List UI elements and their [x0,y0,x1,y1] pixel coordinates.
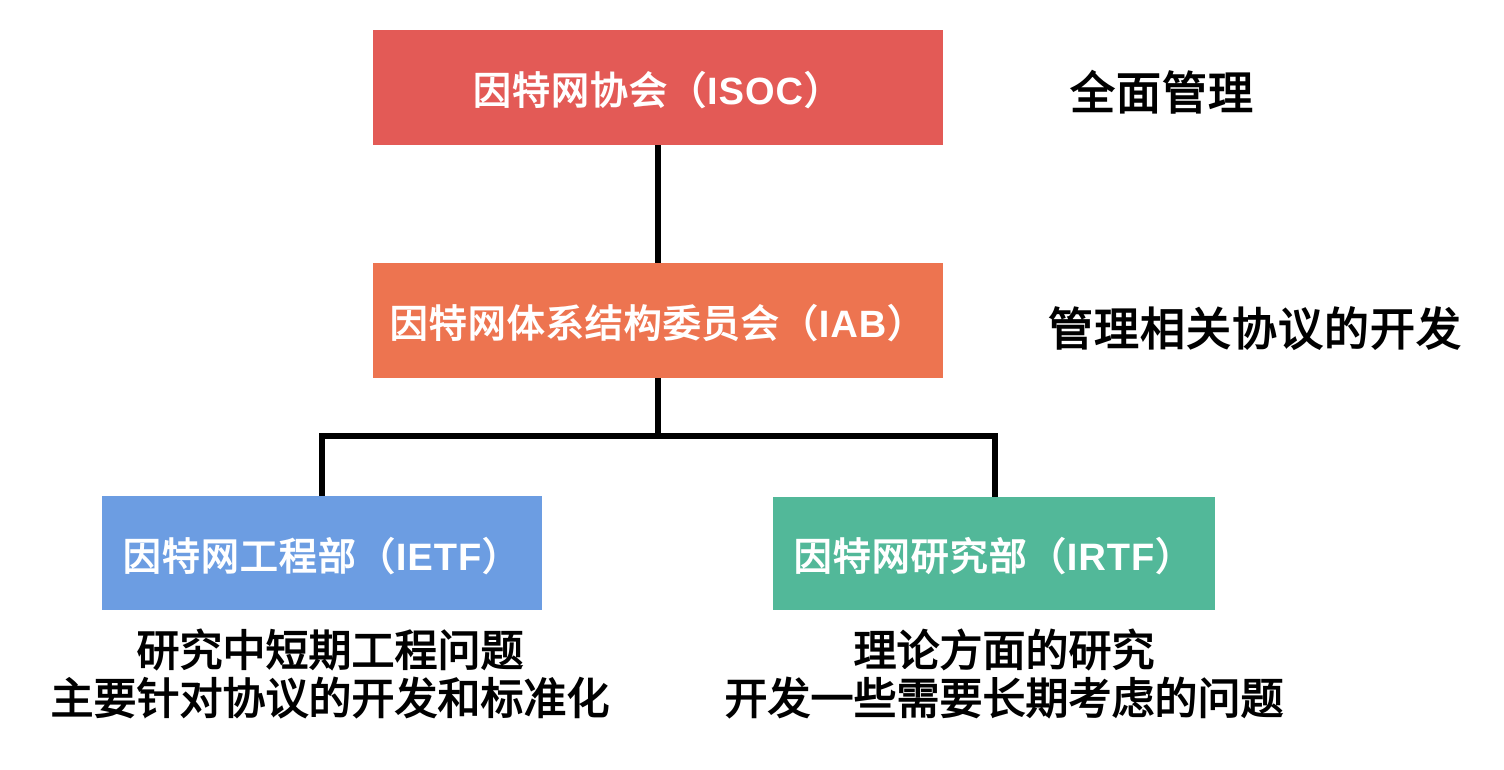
connector-drop-to-ietf [319,433,325,496]
connector-branch-horizontal [319,433,998,439]
connector-isoc-to-iab [655,145,661,265]
node-ietf: 因特网工程部（IETF） [102,496,542,610]
description-ietf-line-2: 主要针对协议的开发和标准化 [50,676,610,724]
description-ietf: 研究中短期工程问题 主要针对协议的开发和标准化 [10,628,650,724]
description-ietf-line-1: 研究中短期工程问题 [136,628,524,676]
node-iab: 因特网体系结构委员会（IAB） [373,263,943,378]
description-irtf-line-1: 理论方面的研究 [853,628,1155,676]
node-isoc: 因特网协会（ISOC） [373,30,943,145]
annotation-iab: 管理相关协议的开发 [1048,304,1463,355]
connector-drop-to-irtf [992,433,998,497]
connector-iab-stem [655,378,661,436]
node-irtf: 因特网研究部（IRTF） [773,497,1215,610]
annotation-isoc: 全面管理 [1070,68,1255,119]
description-irtf: 理论方面的研究 开发一些需要长期考虑的问题 [704,628,1304,724]
description-irtf-line-2: 开发一些需要长期考虑的问题 [724,676,1284,724]
